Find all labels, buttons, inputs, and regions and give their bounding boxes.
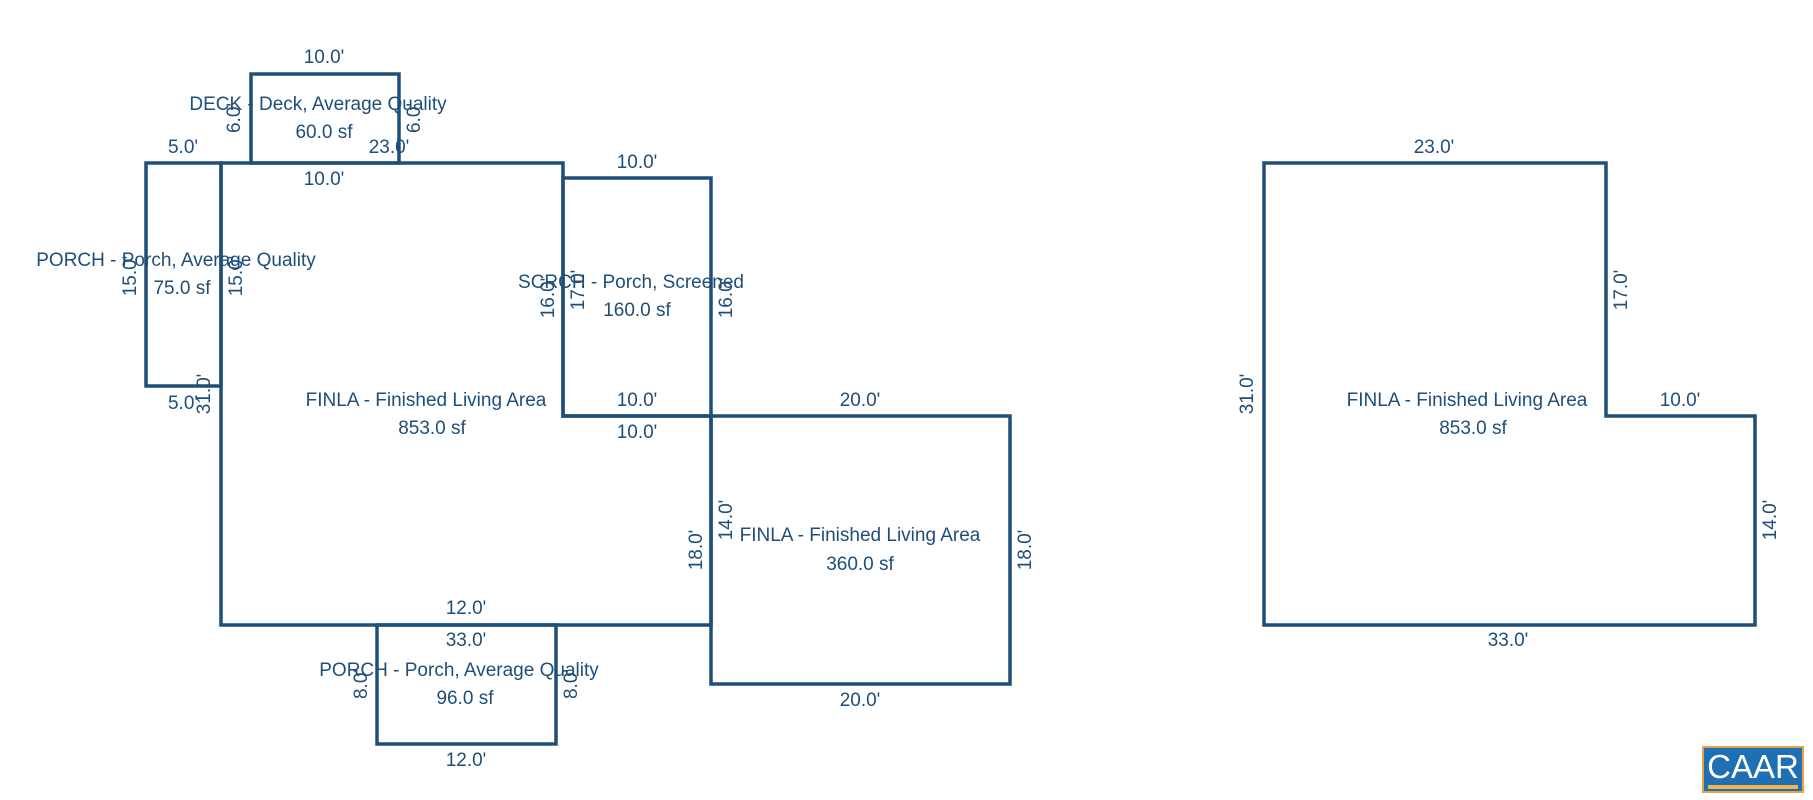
finla-ext-outline xyxy=(709,414,1012,686)
dim-ext-top: 20.0' xyxy=(840,390,881,411)
dim-ext-bottom: 20.0' xyxy=(840,690,881,711)
dim-scr-left-outer: 16.0' xyxy=(538,278,559,319)
finla-ext-label: FINLA - Finished Living Area xyxy=(740,525,981,546)
finla-main-label: FINLA - Finished Living Area xyxy=(306,390,547,411)
dim-porch-left-right: 15.0' xyxy=(226,256,247,297)
dim-scr-bottom-lower: 10.0' xyxy=(617,422,658,443)
porch-bottom-area: 96.0 sf xyxy=(436,688,494,709)
dim-scr-bottom-upper: 10.0' xyxy=(617,390,658,411)
porch-left-label: PORCH - Porch, Average Quality xyxy=(36,250,316,271)
dim-porch-bottom-bottom: 12.0' xyxy=(446,750,487,771)
dim-scr-top: 10.0' xyxy=(617,152,658,173)
dim-right-left: 31.0' xyxy=(1237,374,1258,415)
finla-right-area: 853.0 sf xyxy=(1439,418,1507,439)
screen-porch-area: 160.0 sf xyxy=(603,300,671,321)
dim-right-inner-horizontal: 10.0' xyxy=(1660,390,1701,411)
dim-scr-left-inner: 17.0' xyxy=(568,270,589,311)
finla-right-outline xyxy=(1262,161,1757,627)
deck-label: DECK - Deck, Average Quality xyxy=(189,94,447,115)
dim-porch-left-left: 15.0' xyxy=(120,256,141,297)
finla-main-area: 853.0 sf xyxy=(398,418,466,439)
caar-logo: CAAR xyxy=(1702,746,1804,793)
porch-left-outline xyxy=(144,161,223,388)
dim-right-bottom: 33.0' xyxy=(1488,630,1529,651)
dim-deck-bottom: 10.0' xyxy=(304,169,345,190)
dim-ext-right: 18.0' xyxy=(1015,530,1036,571)
finla-right-label: FINLA - Finished Living Area xyxy=(1347,390,1588,411)
dim-porch-bottom-top: 12.0' xyxy=(446,598,487,619)
dim-deck-top: 10.0' xyxy=(304,47,345,68)
dim-main-left: 31.0' xyxy=(194,374,215,415)
dim-right-right: 14.0' xyxy=(1760,500,1781,541)
dim-porch-bottom-right: 8.0' xyxy=(561,669,582,699)
dim-main-bottom: 33.0' xyxy=(446,630,487,651)
caar-logo-stripe xyxy=(1708,785,1798,789)
porch-left-area: 75.0 sf xyxy=(153,278,211,299)
porch-bottom-label: PORCH - Porch, Average Quality xyxy=(319,660,599,681)
dim-porch-left-top: 5.0' xyxy=(168,137,198,158)
dim-scr-right: 16.0' xyxy=(716,278,737,319)
deck-area: 60.0 sf xyxy=(295,122,353,143)
dim-ext-left-inner: 14.0' xyxy=(716,500,737,541)
dim-porch-left-bottom: 5.0' xyxy=(168,393,198,414)
dim-right-top: 23.0' xyxy=(1414,137,1455,158)
dim-right-inner-vertical: 17.0' xyxy=(1611,270,1632,311)
dim-deck-left: 6.0' xyxy=(224,103,245,133)
dim-main-top: 23.0' xyxy=(369,137,410,158)
dim-porch-bottom-left: 8.0' xyxy=(351,669,372,699)
finla-ext-area: 360.0 sf xyxy=(826,554,894,575)
dim-deck-right: 6.0' xyxy=(404,103,425,133)
screen-porch-outline xyxy=(561,176,713,418)
caar-logo-text: CAAR xyxy=(1707,748,1799,785)
screen-porch-label: SCRCH - Porch, Screened xyxy=(518,272,744,293)
porch-bottom-outline xyxy=(375,623,558,746)
dim-ext-left-outer: 18.0' xyxy=(686,530,707,571)
